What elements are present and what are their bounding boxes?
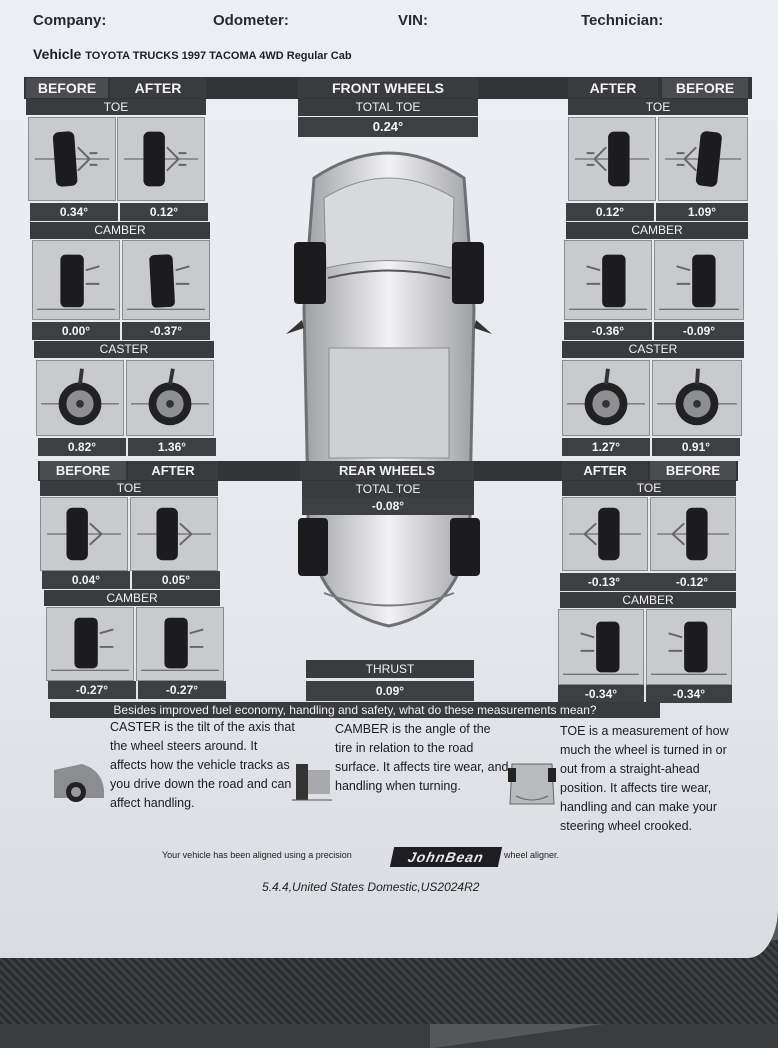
front-left-toe-after-value: 0.12° (120, 203, 208, 221)
toe-car-icon (506, 760, 558, 808)
alignment-report: Company: Odometer: VIN: Technician: Vehi… (0, 0, 778, 958)
camber-wheel-icon (292, 760, 332, 804)
rear-total-toe-label: TOTAL TOE (302, 481, 474, 497)
front-right-camber-before-value: -0.09° (654, 322, 744, 340)
technician-label: Technician: (581, 12, 664, 29)
rear-left-toe-before-diagram (40, 497, 128, 571)
caster-car-icon (52, 760, 106, 804)
front-right-before-label: BEFORE (662, 78, 748, 98)
software-version: 5.4.4,United States Domestic,US2024R2 (262, 880, 480, 894)
rear-right-toe-before-diagram (650, 497, 736, 571)
rear-left-camber-before-diagram (46, 607, 134, 681)
front-right-toe-after-value: 0.12° (566, 203, 654, 221)
rear-right-camber-before-value: -0.34° (646, 685, 732, 703)
front-left-camber-before-value: 0.00° (32, 322, 120, 340)
rear-right-after-label: AFTER (562, 461, 648, 480)
front-right-caster-after-value: 1.27° (562, 438, 650, 456)
vehicle-label: Vehicle (33, 46, 82, 62)
front-right-toe-label: TOE (568, 99, 748, 115)
rear-wheels-title: REAR WHEELS (300, 461, 474, 480)
rear-left-toe-after-diagram (130, 497, 218, 571)
company-label: Company: (33, 12, 107, 29)
rear-left-camber-after-diagram (136, 607, 224, 681)
rear-left-toe-before-value: 0.04° (42, 571, 130, 589)
toe-explanation: TOE is a measurement of how much the whe… (560, 724, 729, 833)
front-left-camber-after-value: -0.37° (122, 322, 210, 340)
odometer-label: Odometer: (213, 12, 289, 29)
rear-right-toe-after-value: -0.13° (560, 573, 648, 591)
rear-right-camber-after-diagram (558, 609, 644, 685)
front-right-caster-label: CASTER (562, 341, 744, 358)
rear-right-camber-before-diagram (646, 609, 732, 685)
front-left-camber-after-diagram (122, 240, 210, 320)
aligner-text: wheel aligner. (504, 850, 560, 860)
vehicle-value: TOYOTA TRUCKS 1997 TACOMA 4WD Regular Ca… (85, 50, 352, 62)
front-right-caster-before-diagram (652, 360, 742, 436)
front-right-camber-after-diagram (564, 240, 652, 320)
camber-explanation: CAMBER is the angle of the tire in relat… (335, 722, 509, 793)
front-left-toe-before-diagram (28, 117, 116, 201)
rear-left-toe-label: TOE (40, 481, 218, 496)
front-right-toe-before-diagram (658, 117, 748, 201)
front-left-camber-before-diagram (32, 240, 120, 320)
front-left-caster-before-diagram (36, 360, 124, 436)
aligned-text-start: Your vehicle has been aligned using a pr… (162, 850, 352, 860)
measurements-question: Besides improved fuel economy, handling … (50, 702, 660, 718)
rear-total-toe-value: -0.08° (302, 497, 474, 515)
front-left-toe-before-value: 0.34° (30, 203, 118, 221)
thrust-value: 0.09° (306, 681, 474, 701)
front-right-caster-before-value: 0.91° (652, 438, 740, 456)
rear-right-toe-before-value: -0.12° (648, 573, 736, 591)
front-left-before-label: BEFORE (26, 78, 108, 98)
rear-right-toe-after-diagram (562, 497, 648, 571)
rear-left-after-label: AFTER (128, 461, 218, 480)
rear-right-camber-after-value: -0.34° (558, 685, 644, 703)
rear-right-camber-label: CAMBER (560, 592, 736, 608)
rear-left-camber-after-value: -0.27° (138, 681, 226, 699)
front-right-toe-before-value: 1.09° (656, 203, 748, 221)
front-right-camber-after-value: -0.36° (564, 322, 652, 340)
brand-logo: JohnBean (389, 847, 503, 867)
front-left-caster-after-diagram (126, 360, 214, 436)
front-right-camber-before-diagram (654, 240, 744, 320)
vin-label: VIN: (398, 12, 428, 29)
rear-left-camber-label: CAMBER (44, 590, 220, 606)
front-right-toe-after-diagram (568, 117, 656, 201)
front-right-after-label: AFTER (568, 78, 658, 98)
rear-left-toe-after-value: 0.05° (132, 571, 220, 589)
thrust-label: THRUST (306, 660, 474, 678)
rear-left-camber-before-value: -0.27° (48, 681, 136, 699)
front-total-toe-value: 0.24° (298, 117, 478, 137)
front-left-caster-label: CASTER (34, 341, 214, 358)
caster-explanation: CASTER is the tilt of the axis that the … (110, 720, 295, 810)
front-left-caster-before-value: 0.82° (38, 438, 126, 456)
front-left-toe-label: TOE (26, 99, 206, 115)
rear-right-before-label: BEFORE (650, 461, 736, 480)
rear-right-toe-label: TOE (562, 481, 736, 496)
front-left-camber-label: CAMBER (30, 222, 210, 239)
front-right-caster-after-diagram (562, 360, 650, 436)
front-left-toe-after-diagram (117, 117, 205, 201)
front-left-caster-after-value: 1.36° (128, 438, 216, 456)
front-total-toe-label: TOTAL TOE (298, 99, 478, 116)
aligned-text: Your vehicle has been aligned using a pr… (162, 850, 352, 860)
rear-left-before-label: BEFORE (40, 461, 126, 480)
front-right-camber-label: CAMBER (566, 222, 748, 239)
front-wheels-title: FRONT WHEELS (298, 78, 478, 98)
car-top-view-diagram (284, 138, 494, 633)
front-left-after-label: AFTER (110, 78, 206, 98)
